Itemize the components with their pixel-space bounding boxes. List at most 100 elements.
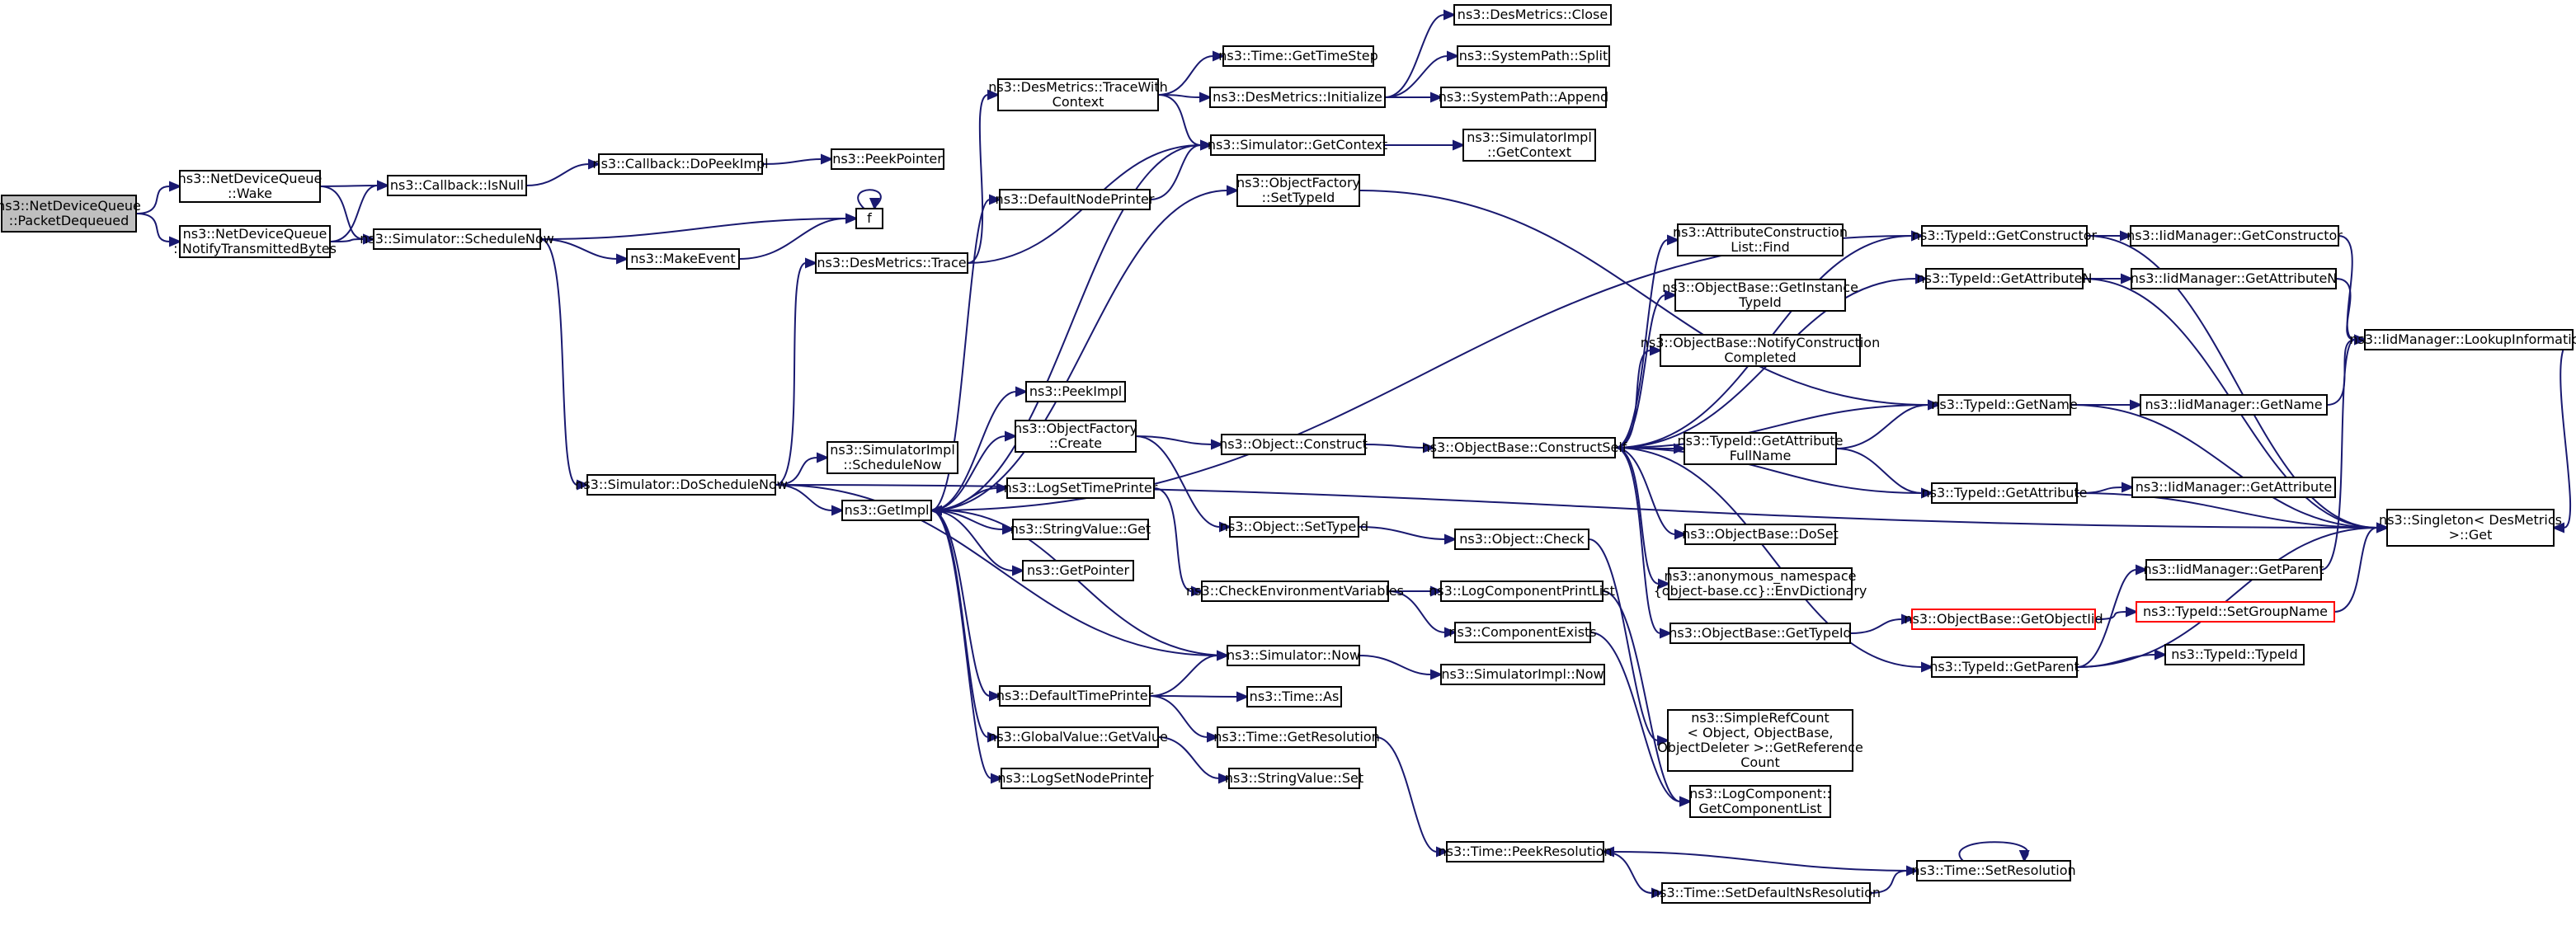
- node-f[interactable]: f: [855, 208, 883, 229]
- node-constructself[interactable]: ns3::ObjectBase::ConstructSelf: [1422, 437, 1627, 458]
- call-edge-makeevent-to-f: [738, 213, 859, 260]
- call-edge-getimpl-to-defnodeprinter: [930, 194, 1002, 511]
- node-setgroup[interactable]: ns3::TypeId::SetGroupName: [2136, 601, 2335, 623]
- node-peekptr[interactable]: ns3::PeekPointer: [831, 148, 944, 170]
- node-notify[interactable]: ns3::NetDeviceQueue::NotifyTransmittedBy…: [173, 225, 337, 258]
- node-label: ns3::IidManager::GetAttributeN: [2131, 270, 2338, 286]
- node-isnull[interactable]: ns3::Callback::IsNull: [387, 175, 527, 196]
- node-label: ns3::ObjectBase::ConstructSelf: [1422, 439, 1627, 455]
- node-defnodeprinter[interactable]: ns3::DefaultNodePrinter: [996, 189, 1155, 210]
- node-makeevent[interactable]: ns3::MakeEvent: [626, 248, 740, 270]
- node-label: ns3::GlobalValue::GetValue: [988, 729, 1168, 745]
- node-strset[interactable]: ns3::StringValue::Set: [1225, 768, 1363, 789]
- node-getctx[interactable]: ns3::Simulator::GetContext: [1208, 134, 1387, 156]
- node-notifycc[interactable]: ns3::ObjectBase::NotifyConstructionCompl…: [1641, 334, 1880, 367]
- node-singleton[interactable]: ns3::Singleton< DesMetrics>::Get: [2379, 509, 2562, 547]
- node-peekimpl[interactable]: ns3::PeekImpl: [1025, 381, 1126, 402]
- node-checkenv[interactable]: ns3::CheckEnvironmentVariables: [1186, 580, 1404, 602]
- node-getres[interactable]: ns3::Time::GetResolution: [1213, 726, 1380, 748]
- node-igetname[interactable]: ns3::IidManager::GetName: [2140, 394, 2328, 416]
- node-lookup[interactable]: ns3::IidManager::LookupInformation: [2349, 329, 2576, 350]
- node-setres[interactable]: ns3::Time::SetResolution: [1911, 860, 2076, 881]
- node-igetattrn[interactable]: ns3::IidManager::GetAttributeN: [2131, 268, 2338, 289]
- node-igetattr[interactable]: ns3::IidManager::GetAttribute: [2131, 477, 2336, 498]
- node-label: ::GetContext: [1487, 144, 1571, 160]
- node-label: ns3::DesMetrics::Trace: [817, 255, 966, 270]
- call-edge-simnow-to-implnow: [1359, 655, 1443, 680]
- node-dminit[interactable]: ns3::DesMetrics::Initialize: [1209, 87, 1386, 108]
- node-implnow[interactable]: ns3::SimulatorImpl::Now: [1440, 664, 1605, 685]
- node-getpointer[interactable]: ns3::GetPointer: [1022, 560, 1134, 581]
- node-tgetattr[interactable]: ns3::TypeId::GetAttribute: [1921, 482, 2088, 504]
- node-timestep[interactable]: ns3::Time::GetTimeStep: [1218, 45, 1378, 67]
- node-tgetname[interactable]: ns3::TypeId::GetName: [1931, 394, 2078, 416]
- node-label: TypeId: [1738, 294, 1782, 310]
- node-label: ns3::Time::GetResolution: [1213, 729, 1380, 745]
- call-edge-trace-to-tracectx: [967, 89, 1001, 264]
- node-deftimeprinter[interactable]: ns3::DefaultTimePrinter: [996, 685, 1154, 707]
- node-logtime[interactable]: ns3::LogSetTimePrinter: [1004, 477, 1158, 499]
- node-objsettypeid[interactable]: ns3::Object::SetTypeId: [1220, 516, 1368, 538]
- node-tgetattrn[interactable]: ns3::TypeId::GetAttributeN: [1917, 268, 2093, 289]
- node-lognode[interactable]: ns3::LogSetNodePrinter: [997, 768, 1154, 789]
- node-doset[interactable]: ns3::ObjectBase::DoSet: [1682, 524, 1839, 545]
- node-igetparent[interactable]: ns3::IidManager::GetParent: [2143, 559, 2324, 580]
- node-ofcreate[interactable]: ns3::ObjectFactory::Create: [1014, 420, 1137, 453]
- node-label: ns3::ObjectBase::GetObjectIid: [1904, 611, 2103, 627]
- node-logprint[interactable]: ns3::LogComponentPrintList: [1429, 580, 1615, 602]
- call-edge-schednow-to-doschednow: [539, 238, 590, 491]
- node-append[interactable]: ns3::SystemPath::Append: [1439, 87, 1608, 108]
- node-tgetctor[interactable]: ns3::TypeId::GetConstructor: [1912, 225, 2098, 247]
- node-gvget[interactable]: ns3::GlobalValue::GetValue: [988, 726, 1168, 748]
- node-getobjectiid[interactable]: ns3::ObjectBase::GetObjectIid: [1904, 609, 2103, 630]
- call-edge-getimpl-to-tgetctor: [930, 230, 1924, 511]
- node-trace[interactable]: ns3::DesMetrics::Trace: [815, 252, 968, 274]
- call-edge-isnull-to-dopeek: [525, 158, 601, 186]
- node-getimpl[interactable]: ns3::GetImpl: [841, 500, 932, 521]
- node-implsched[interactable]: ns3::SimulatorImpl::ScheduleNow: [826, 441, 958, 474]
- node-doschednow[interactable]: ns3::Simulator::DoScheduleNow: [575, 474, 788, 496]
- node-dopeek[interactable]: ns3::Callback::DoPeekImpl: [592, 153, 769, 175]
- call-edge-schednow-to-f: [539, 213, 859, 240]
- node-timeas[interactable]: ns3::Time::As: [1246, 686, 1342, 707]
- node-implgetctx[interactable]: ns3::SimulatorImpl::GetContext: [1462, 129, 1596, 162]
- node-logcomplist[interactable]: ns3::LogComponent::GetComponentList: [1689, 785, 1831, 818]
- node-schednow[interactable]: ns3::Simulator::ScheduleNow: [360, 228, 554, 250]
- node-objcheck[interactable]: ns3::Object::Check: [1454, 529, 1589, 550]
- node-settypeid_of[interactable]: ns3::ObjectFactory::SetTypeId: [1236, 174, 1360, 207]
- call-edge-deftimeprinter-to-simnow: [1149, 650, 1230, 697]
- node-simnow[interactable]: ns3::Simulator::Now: [1227, 645, 1360, 666]
- node-strget[interactable]: ns3::StringValue::Get: [1010, 519, 1151, 540]
- node-label: ns3::ComponentExists: [1448, 624, 1596, 640]
- node-label: ns3::IidManager::GetAttribute: [2136, 479, 2333, 495]
- call-edge-checkenv-to-logprint: [1387, 585, 1443, 597]
- call-edge-tracectx-to-dminit: [1157, 92, 1213, 103]
- node-tgetparent[interactable]: ns3::TypeId::GetParent: [1929, 656, 2079, 678]
- node-wake[interactable]: ns3::NetDeviceQueue::Wake: [178, 170, 323, 203]
- node-igetctor[interactable]: ns3::IidManager::GetConstructor: [2126, 225, 2343, 247]
- call-edge-notify-to-schednow: [329, 233, 376, 245]
- call-edge-deftimeprinter-to-getres: [1149, 695, 1220, 743]
- node-obgettypeid[interactable]: ns3::ObjectBase::GetTypeId: [1669, 623, 1852, 644]
- call-edge-constructself-to-envdict: [1614, 447, 1671, 590]
- node-refcount[interactable]: ns3::SimpleRefCount< Object, ObjectBase,…: [1657, 709, 1863, 772]
- node-setdefns[interactable]: ns3::Time::SetDefaultNsResolution: [1651, 882, 1881, 904]
- call-edge-setgroup-to-singleton: [2333, 522, 2390, 613]
- node-envdict[interactable]: ns3::anonymous_namespace{object-base.cc}…: [1654, 567, 1867, 600]
- node-split[interactable]: ns3::SystemPath::Split: [1457, 45, 1610, 67]
- node-root[interactable]: ns3::NetDeviceQueue::PacketDequeued: [0, 195, 141, 233]
- node-ttypeid[interactable]: ns3::TypeId::TypeId: [2164, 644, 2305, 665]
- call-edge-simnow-to-getimpl: [929, 505, 1228, 656]
- call-edge-getimpl-to-ofcreate: [930, 430, 1018, 511]
- call-edge-gvget-to-strset: [1157, 736, 1231, 784]
- node-peekres[interactable]: ns3::Time::PeekResolution: [1438, 841, 1613, 862]
- node-compexists[interactable]: ns3::ComponentExists: [1448, 622, 1597, 643]
- node-label: f: [867, 210, 872, 226]
- node-construct[interactable]: ns3::Object::Construct: [1219, 434, 1368, 455]
- node-dmclose[interactable]: ns3::DesMetrics::Close: [1453, 4, 1612, 26]
- node-label: ns3::NetDeviceQueue: [183, 226, 327, 242]
